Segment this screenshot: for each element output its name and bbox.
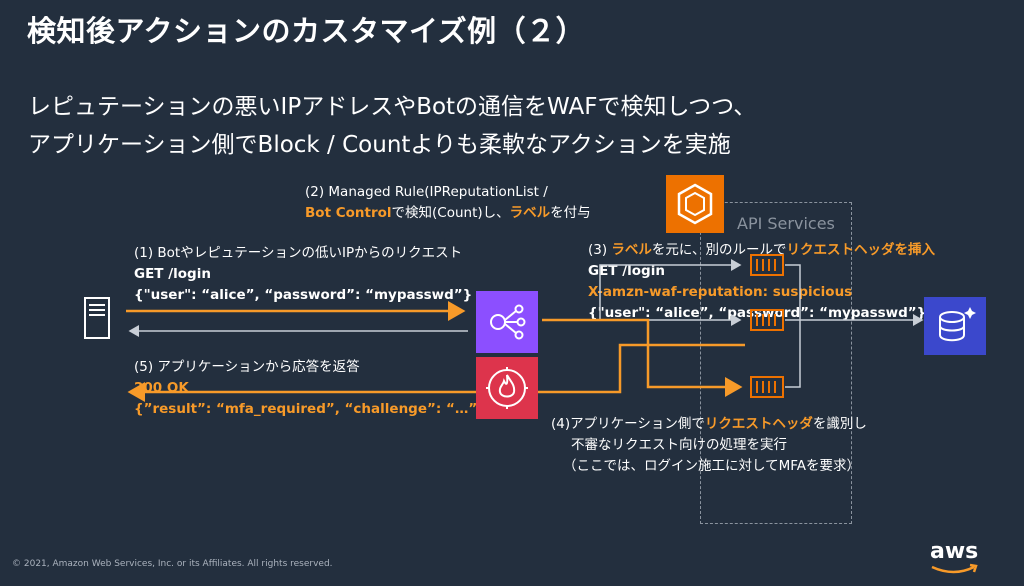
step2-end: を付与 bbox=[550, 205, 591, 221]
step4-text: (4)アプリケーション側でリクエストヘッダを識別し 不審なリクエスト向けの処理を… bbox=[551, 414, 867, 477]
step3-insert: リクエストヘッダを挿入 bbox=[786, 242, 936, 258]
step5-line1: (5) アプリケーションから応答を返答 bbox=[134, 359, 360, 375]
ecs-icon bbox=[666, 175, 724, 233]
copyright-footer: © 2021, Amazon Web Services, Inc. or its… bbox=[12, 559, 333, 569]
subtitle-line-1: レピュテーションの悪いIPアドレスやBotの通信をWAFで検知しつつ、 bbox=[28, 94, 757, 120]
step3-line2: GET /login bbox=[588, 263, 665, 279]
api-services-box bbox=[700, 202, 852, 524]
step4-header: リクエストヘッダ bbox=[704, 416, 813, 432]
container-icon bbox=[750, 309, 784, 331]
step2-bot-control: Bot Control bbox=[305, 205, 392, 221]
api-services-label: API Services bbox=[737, 214, 835, 233]
step4-line3: （ここでは、ログイン施工に対してMFAを要求） bbox=[563, 458, 861, 474]
subtitle-line-2: アプリケーション側でBlock / Countよりも柔軟なアクションを実施 bbox=[28, 132, 731, 158]
waf-to-container-arrow bbox=[542, 318, 743, 397]
step2-text: (2) Managed Rule(IPReputationList / Bot … bbox=[305, 182, 591, 224]
step1-line1: (1) Botやレピュテーションの低いIPからのリクエスト bbox=[134, 245, 463, 261]
aws-logo-text: aws bbox=[930, 539, 979, 564]
waf-icon bbox=[476, 291, 538, 353]
step2-line1: (2) Managed Rule(IPReputationList / bbox=[305, 184, 548, 200]
page-title: 検知後アクションのカスタマイズ例（２） bbox=[27, 14, 586, 48]
server-icon bbox=[84, 297, 110, 339]
step4-prefix: (4)アプリケーション側で bbox=[551, 416, 705, 432]
step5-line3: {”result”: “mfa_required”, “challenge”: … bbox=[134, 401, 487, 417]
step4-line2: 不審なリクエスト向けの処理を実行 bbox=[571, 437, 787, 453]
aws-smile-icon bbox=[931, 563, 978, 574]
step2-label: ラベル bbox=[509, 205, 551, 221]
container-icon bbox=[750, 254, 784, 276]
step3-label: ラベル bbox=[611, 242, 652, 258]
subtitle: レピュテーションの悪いIPアドレスやBotの通信をWAFで検知しつつ、 アプリケ… bbox=[28, 88, 756, 164]
step5-text: (5) アプリケーションから応答を返答 200 OK {”result”: “m… bbox=[134, 357, 487, 420]
aws-logo: aws bbox=[930, 541, 990, 581]
step4-suffix: を識別し bbox=[812, 416, 867, 432]
container-icon bbox=[750, 376, 784, 398]
shield-fire-icon bbox=[476, 357, 538, 419]
step1-text: (1) Botやレピュテーションの低いIPからのリクエスト GET /login… bbox=[134, 243, 472, 306]
step1-line2: GET /login bbox=[134, 266, 211, 282]
database-icon bbox=[924, 297, 986, 355]
waf-to-api-top-arrow bbox=[599, 259, 742, 320]
response-arrow bbox=[127, 343, 745, 402]
step2-line2: Bot Controlで検知(Count)し、ラベルを付与 bbox=[305, 203, 591, 224]
step2-mid: で検知(Count)し、 bbox=[391, 205, 510, 221]
step4-line1: (4)アプリケーション側でリクエストヘッダを識別し bbox=[551, 414, 867, 435]
step3-prefix: (3) bbox=[588, 242, 612, 258]
container-connector bbox=[785, 264, 801, 388]
step1-line3: {"user": “alice”, “password”: “mypasswd”… bbox=[134, 287, 473, 303]
step3-line3: X-amzn-waf-reputation: suspicious bbox=[588, 284, 853, 300]
step3-line4: {"user": “alice”, “password”: “mypasswd”… bbox=[588, 305, 927, 321]
